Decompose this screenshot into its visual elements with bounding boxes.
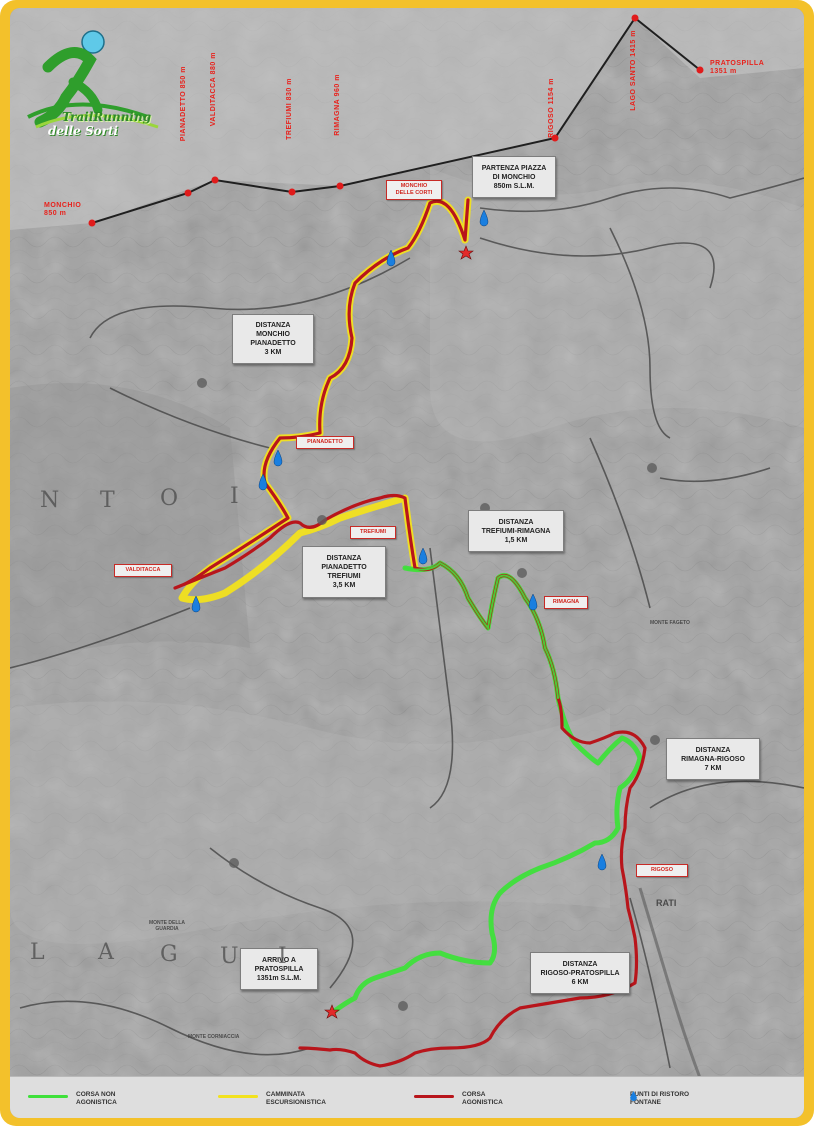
map-canvas [10, 8, 804, 1118]
legend-item-ristoro: PUNTI DI RISTORO FONTANE [630, 1091, 730, 1107]
place-rati: RATI [656, 898, 677, 908]
ristoro-drop-icon [258, 473, 268, 491]
elev-marker-rimagna [336, 182, 344, 190]
map-lettering: U [220, 944, 239, 969]
legend-swatch-red [414, 1095, 454, 1098]
map-lettering: O [160, 486, 179, 511]
map-lettering: L [30, 940, 45, 965]
ristoro-drop-icon [386, 249, 396, 267]
ristoro-drop-icon [418, 547, 428, 565]
ristoro-drop-icon [597, 853, 607, 871]
elev-marker-pianadetto [184, 189, 192, 197]
legend-swatch-green [28, 1095, 68, 1098]
elev-label-trefiumi: TREFIUMI 830 m [286, 78, 293, 140]
legend-item-corsa-agonistica: CORSA AGONISTICA [414, 1091, 532, 1107]
legend-label: PUNTI DI RISTORO FONTANE [630, 1091, 690, 1106]
runner-logo-icon [27, 30, 159, 129]
place-monte-corniaccia: MONTE CORNIACCIA [188, 1034, 240, 1040]
legend-swatch-yellow [218, 1095, 258, 1098]
start-marker-icon [458, 245, 474, 260]
map-lettering: A [98, 940, 114, 965]
info-box-arrivo: ARRIVO A PRATOSPILLA 1351m S.L.M. [240, 948, 318, 990]
elev-marker-lago-santo [631, 14, 639, 22]
elev-label-rigoso: RIGOSO 1154 m [548, 78, 555, 138]
info-box-monchio-pianadetto: DISTANZA MONCHIO PIANADETTO 3 KM [232, 314, 314, 364]
place-monte-della-guardia: MONTE DELLA GUARDIA [148, 920, 186, 932]
legend-label: CORSA AGONISTICA [462, 1091, 503, 1106]
info-box-trefiumi-rimagna: DISTANZA TREFIUMI-RIMAGNA 1,5 KM [468, 510, 564, 552]
trail-running-logo: TrailRunning delle Sorti [18, 22, 168, 142]
elev-label-lago-santo: LAGO SANTO 1415 m [630, 30, 637, 111]
tag-rimagna: RIMAGNA [544, 596, 588, 609]
map-lettering: T [100, 488, 115, 513]
ristoro-points [191, 209, 607, 871]
elev-marker-rigoso [551, 134, 559, 142]
tag-pianadetto: PIANADETTO [296, 436, 354, 449]
ristoro-drop-icon [630, 1091, 637, 1101]
finish-marker-icon [324, 1004, 340, 1019]
elev-label-rimagna: RIMAGNA 960 m [334, 74, 341, 136]
map-lettering: G [160, 942, 178, 967]
legend-item-camminata: CAMMINATA ESCURSIONISTICA [218, 1091, 356, 1107]
map-lettering: I [278, 944, 287, 969]
tag-valditacca: VALDITACCA [114, 564, 172, 577]
elev-label-valditacca: VALDITACCA 880 m [210, 52, 217, 127]
ristoro-drop-icon [273, 449, 283, 467]
tag-trefiumi: TREFIUMI [350, 526, 396, 539]
elev-label-pianadetto: PIANADETTO 850 m [180, 66, 187, 142]
ristoro-drop-icon [191, 595, 201, 613]
info-box-partenza: PARTENZA PIAZZA DI MONCHIO 850m S.L.M. [472, 156, 556, 198]
elevation-profile-line [91, 16, 701, 224]
elevation-band [10, 8, 804, 230]
elev-marker-valditacca [211, 176, 219, 184]
tag-monchio: MONCHIO DELLE CORTI [386, 180, 442, 200]
map-legend: CORSA NON AGONISTICA CAMMINATA ESCURSION… [10, 1076, 804, 1118]
logo-text-line2: delle Sorti [48, 124, 119, 138]
tag-rigoso: RIGOSO [636, 864, 688, 877]
info-box-pianadetto-trefiumi: DISTANZA PIANADETTO TREFIUMI 3,5 KM [302, 546, 386, 598]
info-box-rigoso-pratospilla: DISTANZA RIGOSO-PRATOSPILLA 6 KM [530, 952, 630, 994]
legend-label: CORSA NON AGONISTICA [76, 1091, 117, 1106]
elevation-markers [88, 14, 704, 227]
info-box-rimagna-rigoso: DISTANZA RIMAGNA-RIGOSO 7 KM [666, 738, 760, 780]
ristoro-drop-icon [479, 209, 489, 227]
elev-marker-monchio [88, 219, 96, 227]
legend-label: CAMMINATA ESCURSIONISTICA [266, 1091, 326, 1106]
elev-marker-pratospilla [696, 66, 704, 74]
ristoro-drop-icon [528, 593, 538, 611]
place-monte-fageto: MONTE FAGETO [650, 620, 690, 626]
roads [10, 177, 804, 1069]
map-waypoints [197, 378, 660, 1011]
map-lettering: N [40, 488, 60, 513]
logo-text-line1: TrailRunning [62, 110, 152, 124]
elev-marker-trefiumi [288, 188, 296, 196]
legend-item-corsa-non-agonistica: CORSA NON AGONISTICA [28, 1091, 146, 1107]
map-lettering: I [230, 484, 239, 509]
